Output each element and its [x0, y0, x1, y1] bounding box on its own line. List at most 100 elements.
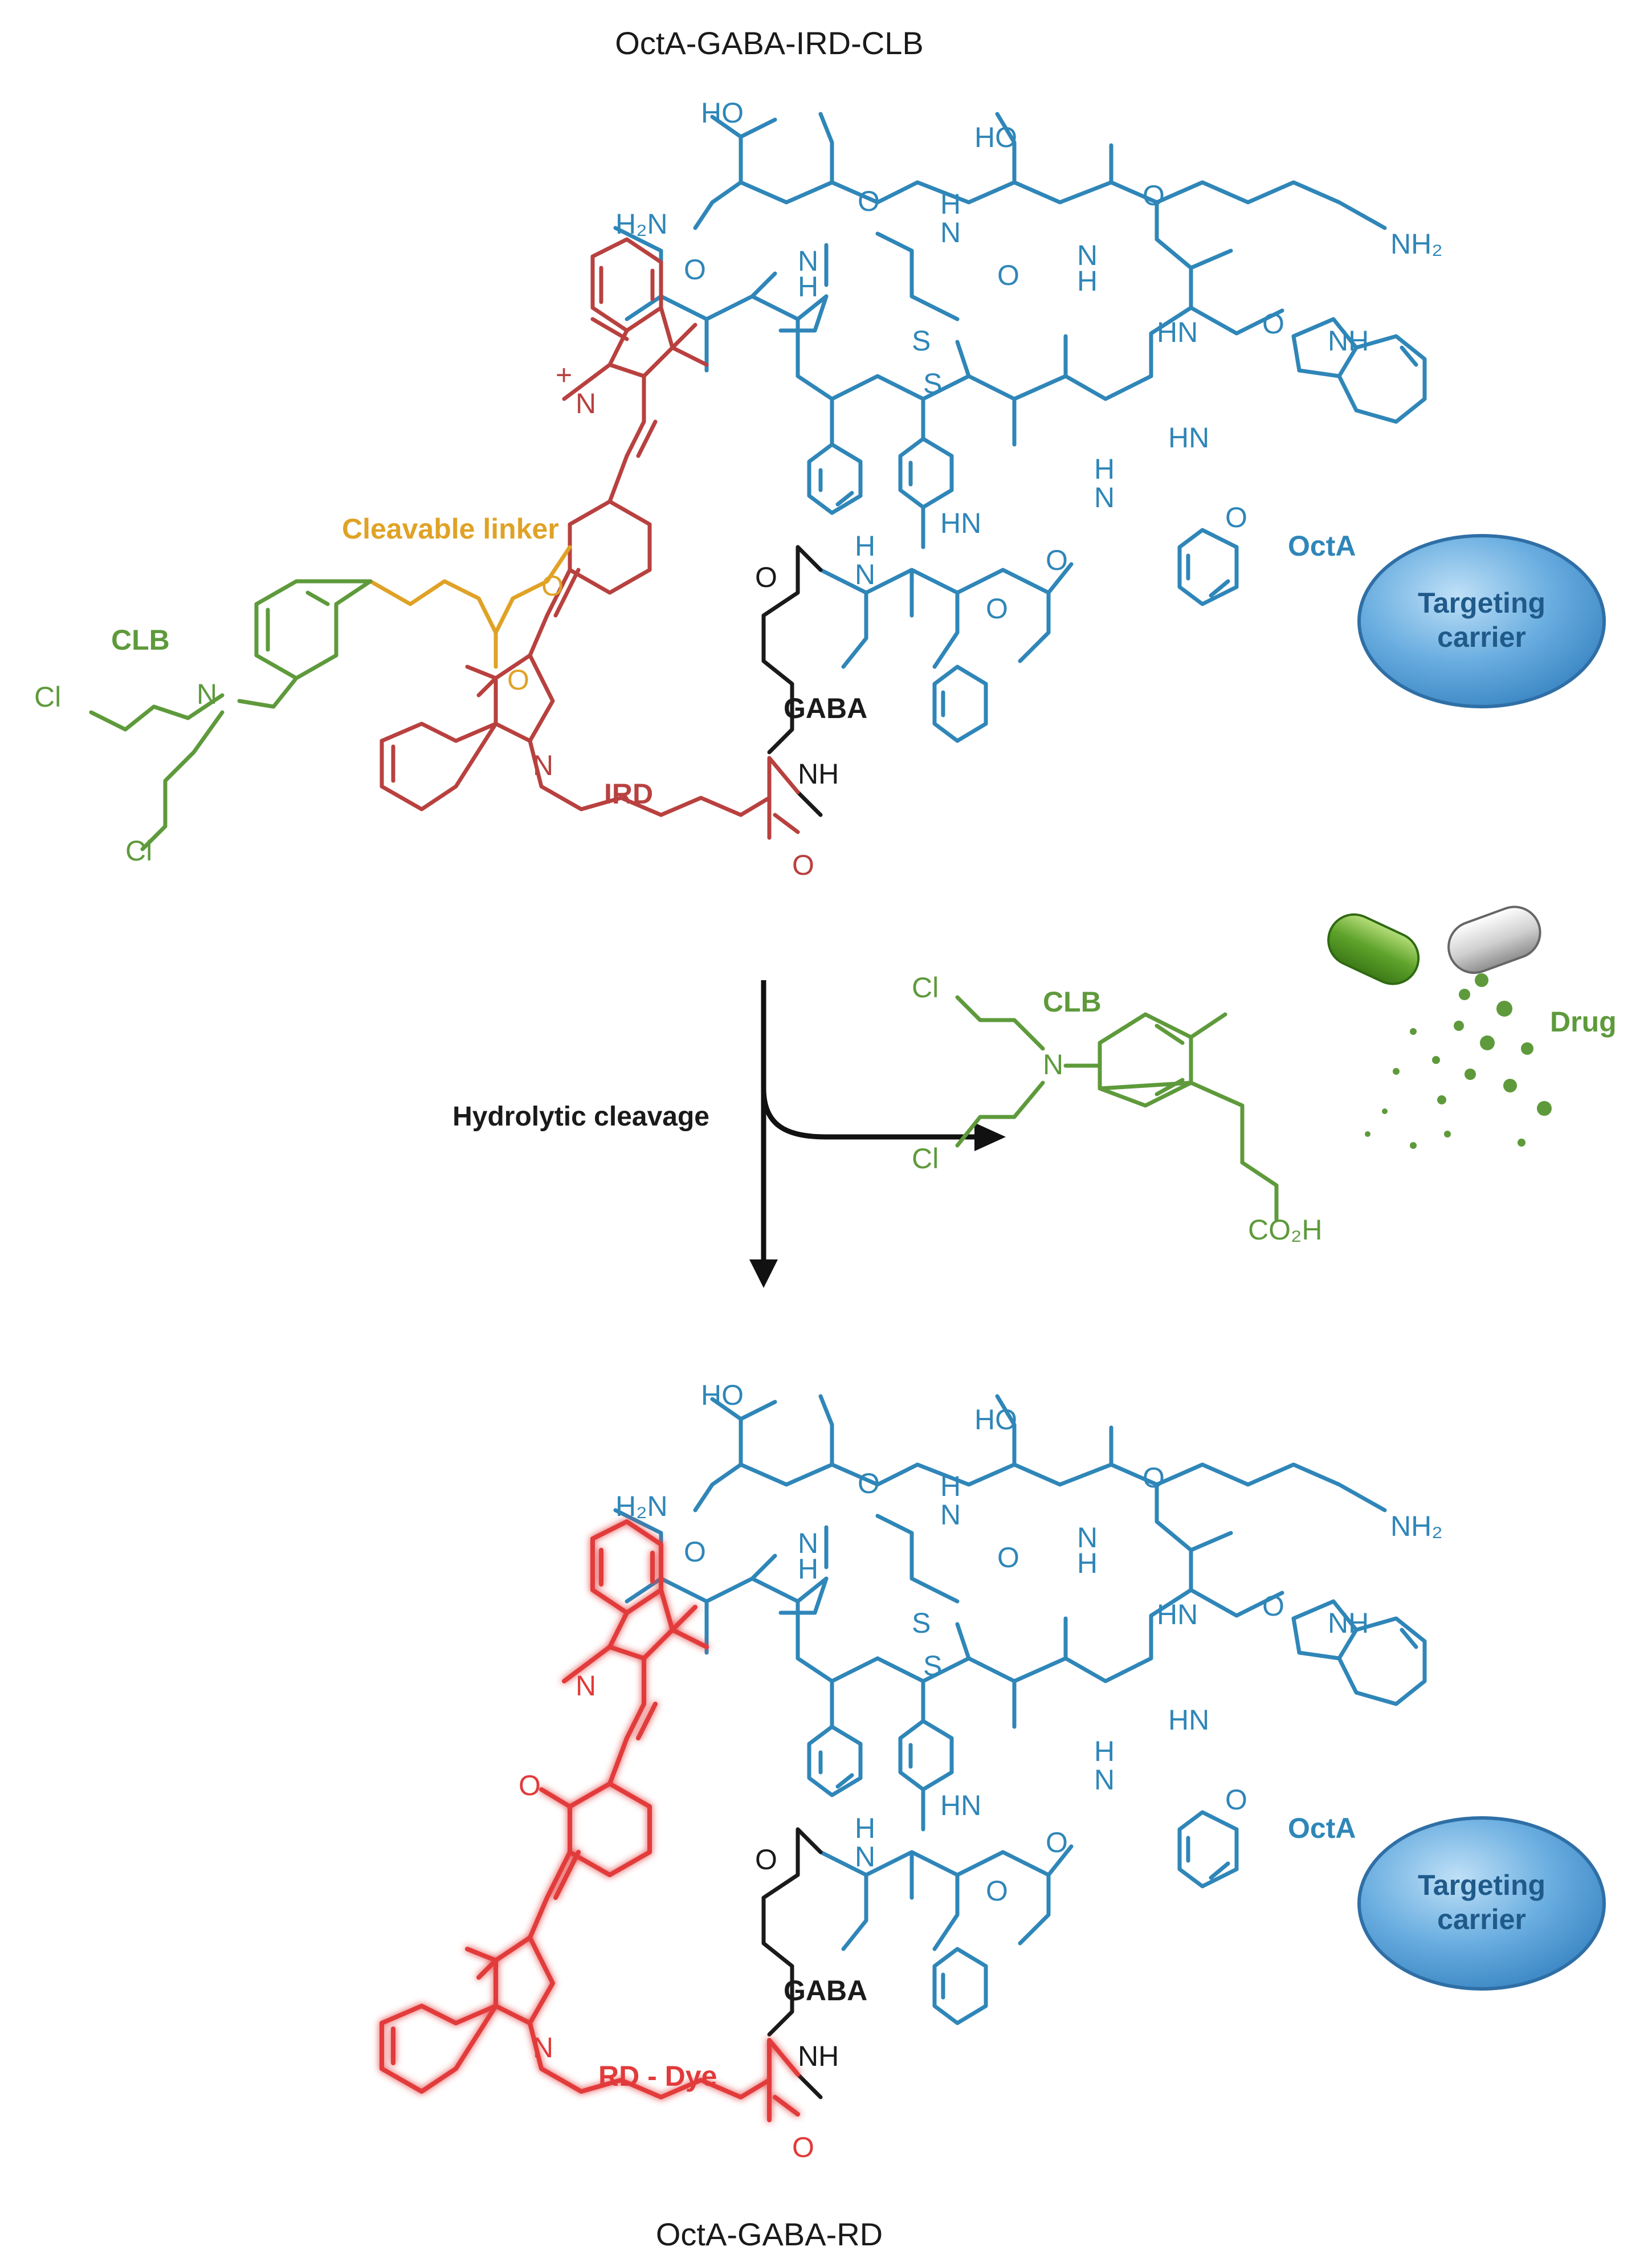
- atom-h-4-b: H: [1094, 1735, 1115, 1767]
- drug-particles: [1365, 973, 1552, 1149]
- arrow-head-down: [749, 1259, 778, 1288]
- rd-o-amide: O: [792, 2131, 814, 2163]
- atom-o-3-b: O: [997, 1542, 1019, 1573]
- rd-dye-label: RD - Dye: [598, 2060, 717, 2092]
- atom-nh-indole: NH: [1328, 325, 1369, 357]
- atom-hn-3-b: HN: [940, 1789, 981, 1821]
- octa-peptide-top: [613, 112, 1427, 606]
- carrier-ellipse-top: [1357, 534, 1606, 708]
- atom-nh-indole-b: NH: [1328, 1607, 1369, 1639]
- atom-nh2-b: NH₂: [1390, 1510, 1443, 1542]
- drug-co2h: CO₂H: [1248, 1214, 1323, 1246]
- clb-cl-1-top: Cl: [34, 681, 61, 713]
- gaba-bottom: O GABA NH: [755, 1827, 867, 2099]
- hydrolytic-cleavage-label: Hydrolytic cleavage: [452, 1102, 709, 1132]
- atom-ho-2-b: HO: [974, 1404, 1017, 1436]
- atom-o-4-b: O: [1143, 1462, 1165, 1494]
- targeting-carrier-bottom: Targeting carrier: [1357, 1816, 1606, 1991]
- gaba-top: O GABA NH: [755, 545, 867, 817]
- gaba-nh-top: NH: [798, 758, 839, 790]
- reaction-arrows: Hydrolytic cleavage: [452, 980, 1006, 1288]
- atom-o-4: O: [1143, 180, 1165, 211]
- capsule-icon: [1327, 906, 1541, 985]
- targeting-carrier-top: Targeting carrier: [1357, 534, 1606, 708]
- carrier-ellipse-bottom: [1357, 1816, 1606, 1991]
- carrier-text-2-bottom: carrier: [1437, 1903, 1526, 1935]
- atom-n-5-b: N: [855, 1841, 875, 1873]
- octa-peptide-bottom: [613, 1394, 1427, 2025]
- rd-n-1: N: [576, 1670, 596, 1702]
- atom-o-6-b: O: [1225, 1784, 1247, 1816]
- atom-h-1: H: [798, 271, 818, 303]
- atom-hn-1-b: HN: [1157, 1599, 1198, 1630]
- atom-s-2-b: S: [923, 1650, 942, 1682]
- drug-cl-1: Cl: [912, 972, 939, 1004]
- ird-dye-top: + N N O IRD: [380, 237, 814, 881]
- top-compound-title: OctA-GABA-IRD-CLB: [615, 25, 923, 61]
- linker-o-ester: O: [541, 570, 564, 602]
- carrier-text-1-top: Targeting: [1418, 587, 1545, 619]
- gaba-o-top: O: [755, 561, 777, 593]
- atom-s-1-b: S: [912, 1607, 931, 1639]
- atom-h-5-b: H: [855, 1812, 875, 1844]
- atom-o-2-b: O: [858, 1467, 880, 1499]
- ird-n-1: N: [576, 388, 596, 419]
- released-drug: N Cl Cl CO₂H CLB Drug: [912, 906, 1617, 1246]
- rd-n-2: N: [533, 2032, 553, 2064]
- carrier-text-1-bottom: Targeting: [1418, 1869, 1545, 1901]
- atom-h2n-b: H₂N: [615, 1490, 668, 1522]
- atom-h-1-b: H: [798, 1553, 818, 1585]
- atom-o-6: O: [1225, 501, 1247, 533]
- clb-label-drug: CLB: [1043, 986, 1102, 1018]
- atom-n-2: N: [940, 217, 961, 248]
- clb-top: CLB N Cl Cl: [34, 579, 373, 867]
- cleavable-linker-top: Cleavable linker O O: [342, 513, 572, 696]
- drug-n: N: [1043, 1049, 1063, 1080]
- atom-ho-1-b: HO: [701, 1379, 744, 1411]
- atom-o-8-b: O: [986, 1875, 1008, 1907]
- ird-plus-charge: +: [556, 359, 572, 391]
- atom-h-2: H: [940, 188, 961, 220]
- drug-label: Drug: [1550, 1006, 1617, 1038]
- atom-s-2: S: [923, 368, 942, 399]
- atom-h2n: H₂N: [615, 208, 668, 240]
- atom-o-5-b: O: [1262, 1590, 1284, 1622]
- atom-hn-3: HN: [940, 507, 981, 539]
- atom-hn-2-b: HN: [1168, 1704, 1209, 1736]
- atom-o-1: O: [684, 254, 706, 286]
- clb-n-top: N: [197, 678, 217, 710]
- atom-o-8: O: [986, 593, 1008, 625]
- octa-atom-labels-top: HO HO H₂N NH₂ N H O O H N O N H O HN O N…: [615, 97, 1443, 625]
- atom-h-4: H: [1094, 453, 1115, 485]
- atom-n-2-b: N: [940, 1499, 961, 1531]
- atom-s-1: S: [912, 325, 931, 357]
- atom-o-1-b: O: [684, 1536, 706, 1568]
- gaba-o-bottom: O: [755, 1844, 777, 1875]
- atom-hn-1: HN: [1157, 316, 1198, 348]
- cleavable-linker-label: Cleavable linker: [342, 513, 559, 545]
- drug-cl-2: Cl: [912, 1143, 939, 1175]
- gaba-label-top: GABA: [784, 692, 867, 724]
- atom-ho-2: HO: [974, 121, 1017, 153]
- atom-n-1-b: N: [798, 1527, 818, 1559]
- rd-dye-bottom: [380, 1519, 800, 2122]
- atom-n-1: N: [798, 245, 818, 277]
- atom-h-3: H: [1077, 265, 1098, 297]
- carrier-text-2-top: carrier: [1437, 621, 1526, 653]
- octa-atom-labels-bottom: HO HO H₂N NH₂ N H O O H N O N H O HN O N…: [615, 1379, 1443, 1907]
- atom-h-2-b: H: [940, 1470, 961, 1502]
- atom-n-5: N: [855, 558, 875, 590]
- atom-o-7-b: O: [1046, 1826, 1068, 1858]
- atom-hn-2: HN: [1168, 422, 1209, 454]
- bottom-compound-title: OctA-GABA-RD: [656, 2216, 883, 2252]
- linker-o-carbonyl: O: [507, 664, 529, 696]
- atom-n-4: N: [1094, 482, 1115, 513]
- gaba-nh-bottom: NH: [798, 2040, 839, 2072]
- atom-h-3-b: H: [1077, 1547, 1098, 1579]
- atom-n-4-b: N: [1094, 1764, 1115, 1796]
- rd-o-ketone: O: [519, 1769, 541, 1801]
- atom-n-3: N: [1077, 239, 1098, 271]
- octa-label-bottom: OctA: [1288, 1812, 1356, 1844]
- arrow-head-right: [974, 1123, 1006, 1151]
- clb-cl-2-top: Cl: [125, 835, 152, 867]
